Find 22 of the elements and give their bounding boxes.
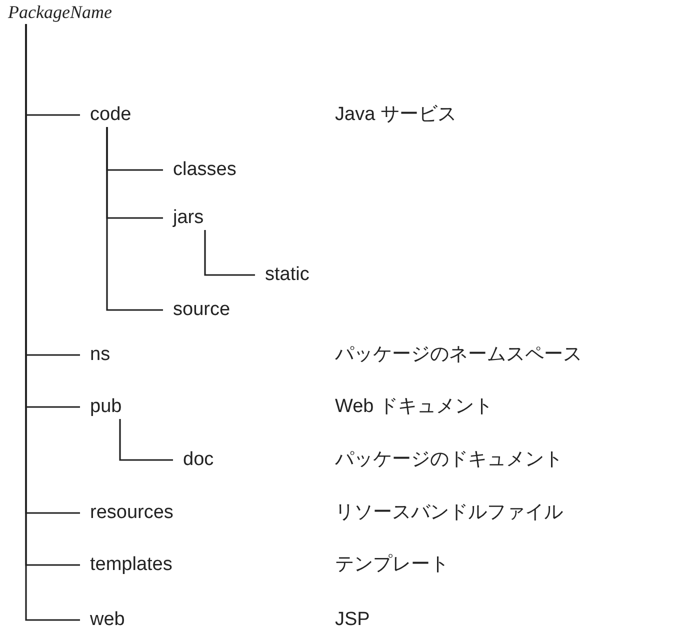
tree-connector (106, 127, 163, 311)
tree-connector (204, 230, 255, 276)
root-folder-name: PackageName (8, 1, 112, 24)
description-text: パッケージのドキュメント (335, 448, 563, 472)
folder-name: resources (90, 501, 174, 525)
folder-name: web (90, 608, 125, 632)
tree-connector (119, 419, 173, 461)
description-text: Web ドキュメント (335, 395, 494, 419)
description-text: テンプレート (335, 553, 449, 577)
folder-name: doc (183, 448, 214, 472)
folder-name: templates (90, 553, 172, 577)
description-text: パッケージのネームスペース (335, 343, 582, 367)
folder-name: jars (173, 206, 204, 230)
description-text: JSP (335, 608, 370, 632)
folder-name: ns (90, 343, 110, 367)
folder-name: code (90, 103, 132, 127)
folder-name: source (173, 298, 230, 322)
folder-name: pub (90, 395, 122, 419)
folder-name: static (265, 263, 310, 287)
description-text: リソースバンドルファイル (335, 501, 563, 525)
description-text: Java サービス (335, 103, 456, 127)
folder-name: classes (173, 158, 236, 182)
